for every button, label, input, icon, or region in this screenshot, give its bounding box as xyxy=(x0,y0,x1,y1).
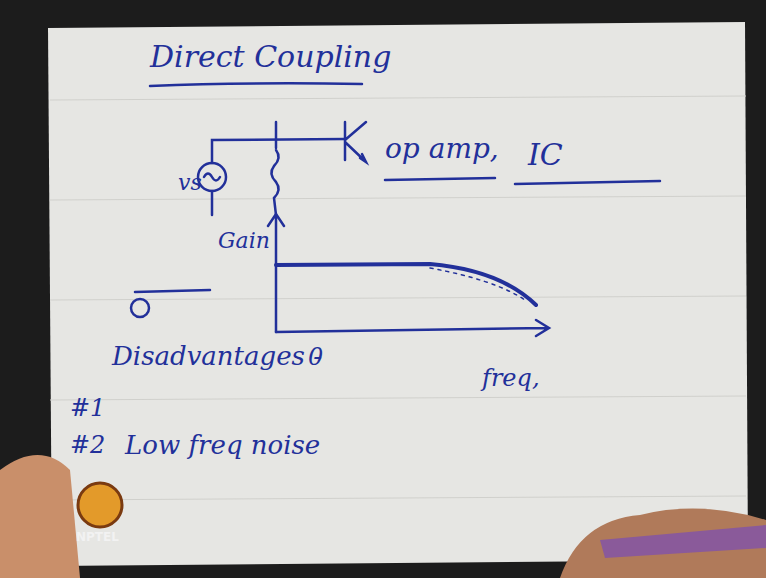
note-text: IC xyxy=(528,140,563,170)
logo-text: NPTEL xyxy=(76,531,119,543)
signal-name: vs xyxy=(178,172,202,194)
resistor-symbol xyxy=(271,122,278,215)
x-axis xyxy=(276,320,549,336)
wire xyxy=(211,191,214,215)
wire xyxy=(135,290,210,292)
paper-sheet xyxy=(48,22,748,566)
note-text: op amp, xyxy=(385,135,499,163)
source-symbol xyxy=(198,163,226,191)
underline xyxy=(515,181,660,184)
title: Direct Coupling xyxy=(150,42,391,72)
terminal-symbol xyxy=(131,299,149,317)
hand xyxy=(560,509,766,578)
gain-curve xyxy=(276,264,536,305)
axis-label: Gain xyxy=(218,230,270,252)
note-heading: Disadvantages - xyxy=(112,343,322,369)
underline xyxy=(385,178,495,180)
list-number: #2 xyxy=(70,433,105,457)
logo-emblem xyxy=(78,483,122,527)
dotted-curve xyxy=(430,268,525,300)
title-underline xyxy=(150,83,362,86)
grid-lines xyxy=(50,96,746,500)
ink-drawing xyxy=(131,83,660,336)
axis-label: freq, xyxy=(482,366,540,390)
source-wave xyxy=(204,174,220,181)
pen xyxy=(600,525,766,558)
list-number: #1 xyxy=(70,396,105,420)
transistor-symbol xyxy=(345,122,366,162)
hand xyxy=(0,455,80,578)
y-axis xyxy=(268,214,284,332)
note-text: Low freq noise xyxy=(125,432,320,458)
